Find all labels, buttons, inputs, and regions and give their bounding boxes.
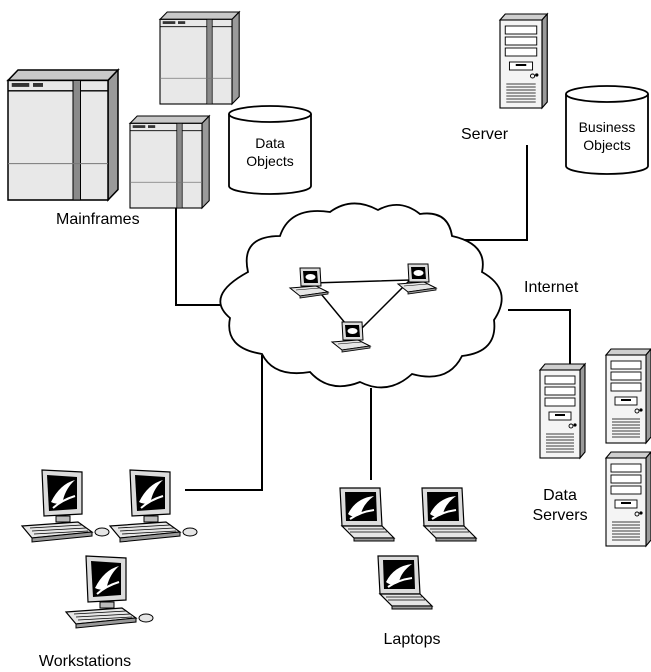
business-objects-label-1: Business — [579, 119, 636, 135]
link-cloud-dataservers — [508, 309, 571, 365]
internet-cloud — [219, 202, 503, 389]
data-server-tower-1 — [539, 363, 586, 459]
mainframe-front — [129, 115, 210, 209]
laptops-label: Laptops — [384, 631, 441, 648]
mainframe-back — [159, 11, 240, 105]
workstation-2 — [109, 469, 198, 543]
server-group: Server — [461, 13, 548, 143]
data-server-tower-2 — [605, 348, 651, 444]
laptops-group: Laptops — [339, 487, 477, 648]
workstation-3 — [65, 555, 154, 629]
mainframes-group: Mainframes — [7, 11, 240, 228]
laptop-1 — [339, 487, 395, 542]
business-objects-label-2: Objects — [583, 137, 630, 153]
server-tower — [499, 13, 548, 109]
data-servers-label-2: Servers — [532, 507, 587, 524]
data-objects-label-1: Data — [255, 135, 285, 151]
workstations-group: Workstations — [21, 469, 198, 670]
business-objects-db: Business Objects — [565, 85, 649, 175]
connections — [175, 145, 571, 491]
data-servers-label-1: Data — [543, 487, 577, 504]
data-objects-label-2: Objects — [246, 153, 293, 169]
laptop-2 — [421, 487, 477, 542]
mainframe-large — [7, 69, 119, 201]
server-label: Server — [461, 126, 509, 143]
peer-triangle — [310, 279, 412, 337]
data-servers-group: Data Servers — [532, 348, 651, 547]
link-mainframes-cloud — [175, 200, 232, 306]
link-cloud-workstations — [185, 355, 263, 491]
data-server-tower-3 — [605, 451, 651, 547]
internet-label: Internet — [524, 279, 579, 296]
laptop-3 — [377, 555, 433, 610]
link-server-cloud — [450, 145, 528, 241]
mainframes-label: Mainframes — [56, 211, 140, 228]
workstations-label: Workstations — [39, 653, 131, 670]
data-objects-db: Data Objects — [228, 105, 312, 195]
workstation-1 — [21, 469, 110, 543]
